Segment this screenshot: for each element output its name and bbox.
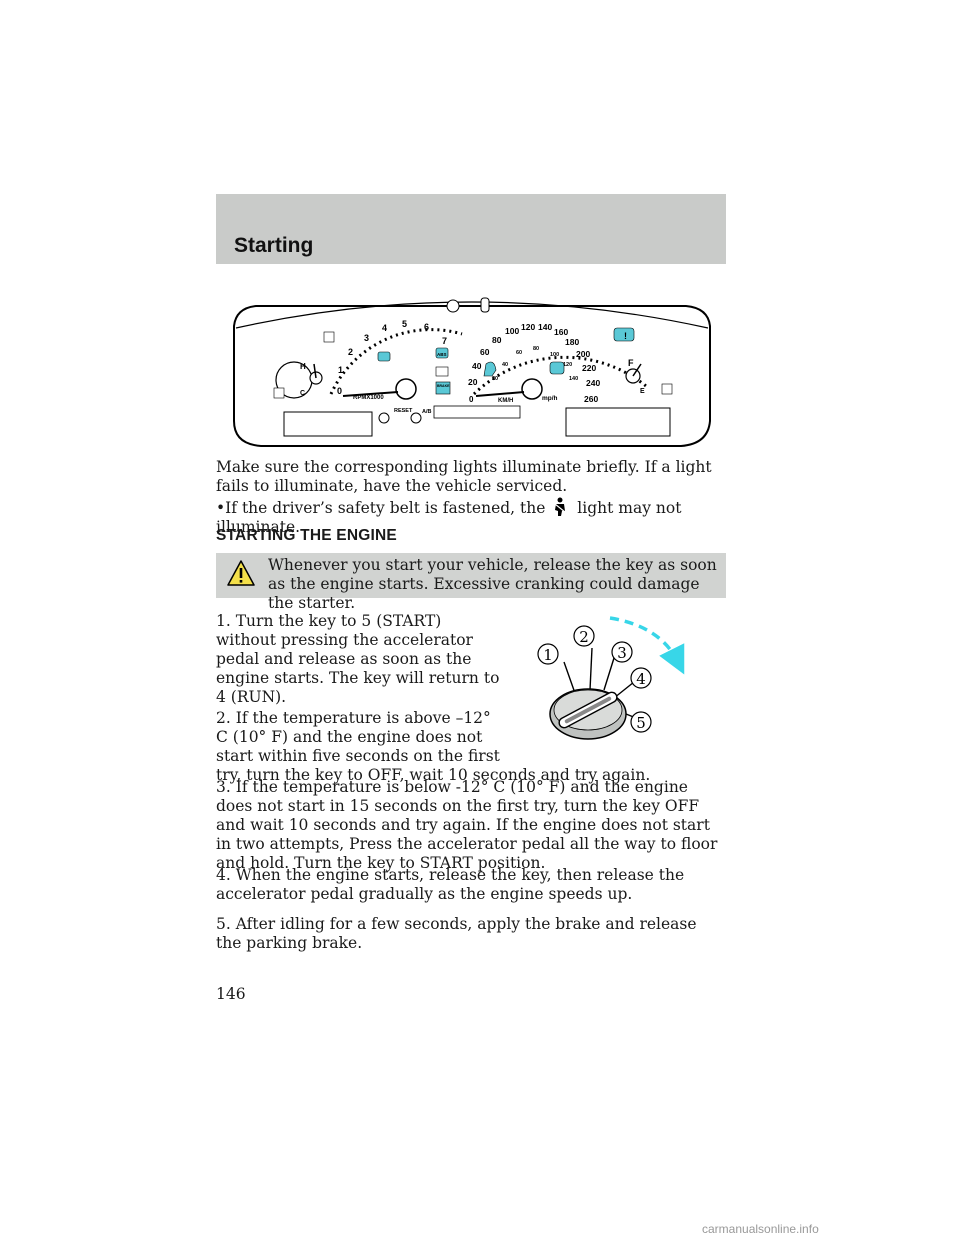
rpm-label: 6: [424, 322, 429, 332]
tach-needle: [342, 391, 399, 397]
kmh-label: 60: [480, 347, 490, 357]
kmh-label: 200: [576, 349, 590, 359]
exclamation-icon: !: [624, 331, 627, 341]
rpm-label: 4: [382, 323, 387, 333]
rpm-label: 1: [338, 365, 343, 375]
fuel-empty-label: E: [640, 388, 645, 395]
oil-temp-icon: [273, 387, 285, 399]
ignition-position-label: 1: [543, 646, 553, 664]
temp-high-label: H: [300, 362, 306, 371]
temp-low-label: C: [300, 390, 305, 397]
brake-label: BRAKE: [437, 384, 450, 388]
mph-unit: mp/h: [542, 395, 558, 402]
page-number: 146: [216, 985, 246, 1003]
kmh-label: 120: [521, 322, 535, 332]
ignition-position-label: 4: [636, 670, 646, 688]
indicator-strip: [433, 405, 521, 419]
ab-label: A/B: [422, 409, 432, 415]
ignition-switch-diagram: 1 2 3 4 5: [537, 616, 685, 740]
mph-label: 40: [502, 362, 508, 368]
kmh-label: 100: [505, 326, 519, 336]
step-1: 1. Turn the key to 5 (START) without pre…: [216, 612, 500, 706]
rpm-label: 7: [442, 336, 447, 346]
ignition-position-label: 3: [617, 644, 627, 662]
wrench-icon: [480, 297, 490, 313]
mph-label: 140: [569, 376, 578, 382]
key-slot: [558, 691, 618, 729]
mph-label: 80: [533, 346, 539, 352]
rpm-label: 3: [364, 333, 369, 343]
header-band: [216, 194, 726, 264]
seatbelt-icon: [483, 361, 497, 377]
reset-label: RESET: [394, 408, 413, 414]
odometer-display: [283, 411, 373, 437]
step-2: 2. If the temperature is above –12° C (1…: [216, 709, 651, 784]
bullet-mark: •: [216, 499, 226, 517]
safety-belt-bullet: •If the driver’s safety belt is fastened…: [216, 497, 726, 537]
step-3: 3. If the temperature is below -12° C (1…: [216, 778, 718, 872]
footer-watermark: carmanualsonline.info: [702, 1222, 819, 1236]
speedo-hub: [521, 378, 543, 400]
coolant-icon: [323, 331, 335, 343]
kmh-label: 40: [472, 361, 482, 371]
kmh-label: 160: [554, 327, 568, 337]
page-title: Starting: [234, 234, 314, 257]
abs-label: ABS: [437, 352, 447, 357]
kmh-label: 80: [492, 335, 502, 345]
rpm-label: 2: [348, 347, 353, 357]
step-5: 5. After idling for a few seconds, apply…: [216, 915, 697, 952]
mph-label: 100: [550, 352, 559, 358]
bullet-text-after: light may not illuminate.: [216, 499, 682, 536]
kmh-label: 20: [468, 377, 478, 387]
section-heading: STARTING THE ENGINE: [216, 527, 397, 544]
rpm-label: 5: [402, 319, 407, 329]
warning-triangle-icon: [227, 560, 255, 586]
check-engine-icon: [377, 351, 391, 362]
warning-box: Whenever you start your vehicle, release…: [216, 553, 726, 612]
rpm-unit: RPMX1000: [353, 395, 384, 401]
mph-label: 20: [492, 376, 498, 382]
ab-knob: [410, 412, 422, 424]
mph-label: 60: [516, 350, 522, 356]
instrument-cluster-illustration: 0 1 2 3 4 5 6 7 RPMX1000 20 40 60 80 100…: [233, 297, 711, 447]
temp-needle: [313, 363, 317, 379]
fuel-needle: [632, 363, 642, 377]
powertrain-warning-icon: [613, 327, 635, 342]
kmh-unit: KM/H: [498, 398, 513, 404]
warning-text: Whenever you start your vehicle, release…: [268, 556, 717, 612]
kmh-label: 220: [582, 363, 596, 373]
abs-icon: [435, 347, 449, 359]
kmh-label: 180: [565, 337, 579, 347]
traction-icon: [446, 299, 460, 313]
ignition-position-label: 2: [579, 628, 589, 646]
tach-hub: [395, 378, 417, 400]
fuel-full-label: F: [628, 358, 634, 368]
seatbelt-icon: [554, 497, 566, 516]
bullet-text-before: If the driver’s safety belt is fastened,…: [225, 499, 546, 517]
kmh-label: 260: [584, 394, 598, 404]
mph-label: 120: [563, 362, 572, 368]
fuel-pump-icon: [661, 383, 673, 395]
ignition-position-label: 5: [636, 714, 646, 732]
rotation-arrow: [609, 616, 685, 675]
brake-icon: [435, 381, 451, 395]
reset-knob: [378, 412, 390, 424]
rpm-label: 0: [337, 386, 342, 396]
headlamp-icon: [435, 366, 449, 377]
speedo-needle: [475, 391, 525, 397]
step-4: 4. When the engine starts, release the k…: [216, 866, 685, 903]
airbag-icon: [549, 361, 565, 375]
kmh-label: 240: [586, 378, 600, 388]
lighting-icon-panel: [565, 407, 671, 437]
intro-paragraph: Make sure the corresponding lights illum…: [216, 458, 712, 495]
kmh-label: 140: [538, 322, 552, 332]
kmh-zero: 0: [469, 395, 474, 404]
